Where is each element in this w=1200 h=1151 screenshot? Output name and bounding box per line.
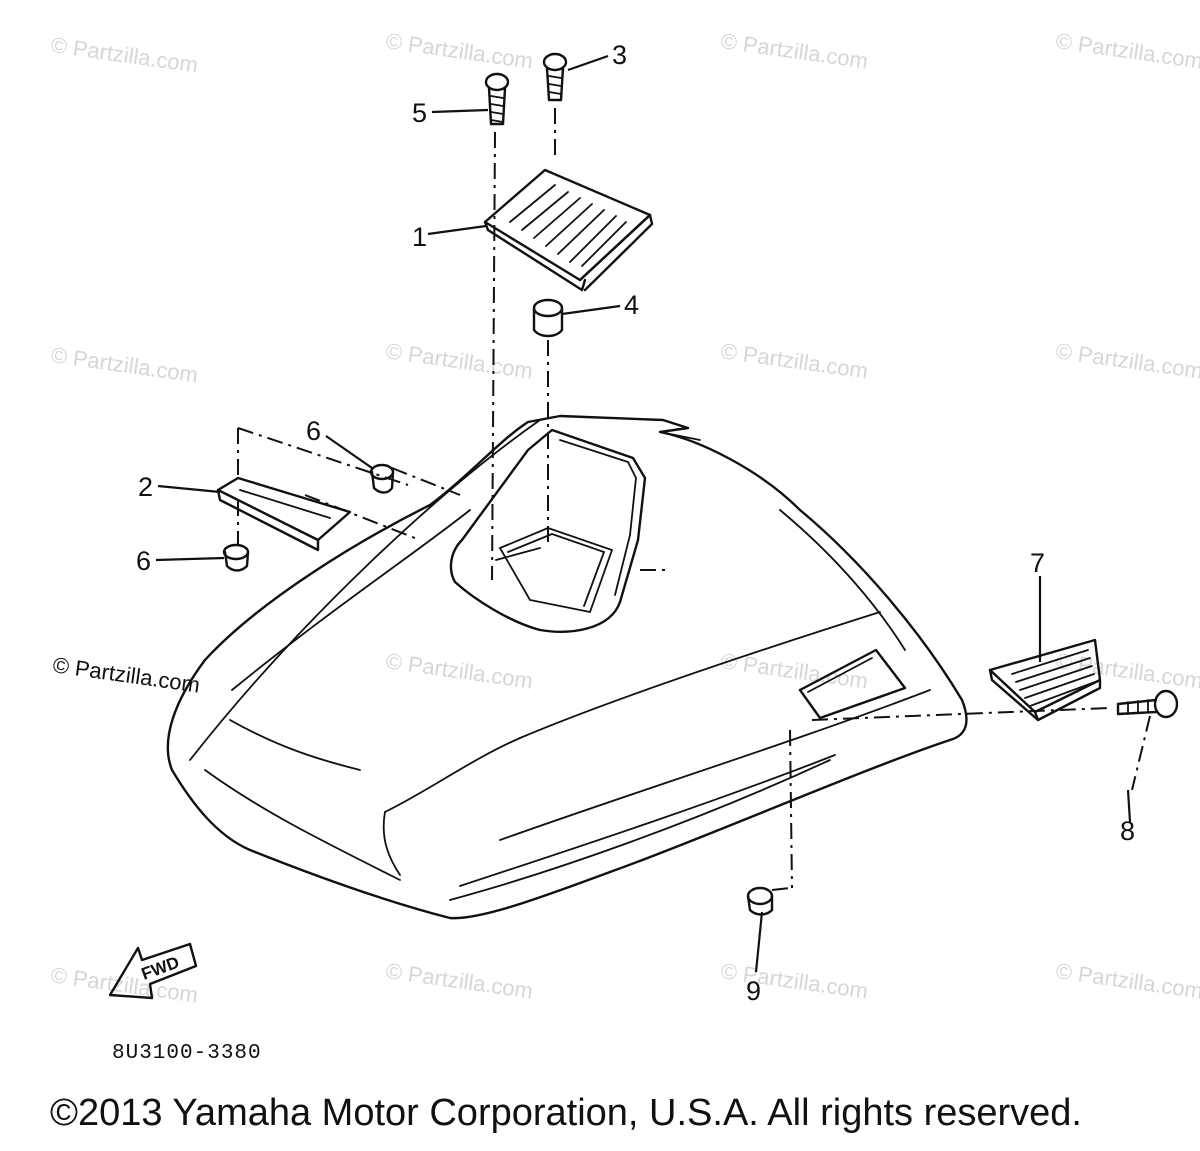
- watermark: © Partzilla.com: [384, 958, 534, 1003]
- watermark: © Partzilla.com: [49, 32, 199, 77]
- assembly-lines: [237, 108, 1151, 891]
- screw-part-8: [1116, 689, 1179, 719]
- top-grille-part-1: [483, 168, 654, 292]
- callout-4: 4: [624, 290, 639, 320]
- drawing-code: 8U3100-3380: [112, 1042, 262, 1065]
- callout-7: 7: [1030, 548, 1045, 578]
- callout-3: 3: [612, 40, 627, 70]
- watermark: © Partzilla.com: [49, 342, 199, 387]
- watermark: © Partzilla.com: [1054, 28, 1200, 73]
- callout-5: 5: [412, 98, 427, 128]
- callout-2: 2: [138, 472, 153, 502]
- screw-part-3: [542, 52, 568, 102]
- watermark: © Partzilla.com: [719, 338, 869, 383]
- leader-lines: [155, 54, 1132, 973]
- plate-part-2: [216, 476, 352, 552]
- callout-labels: 5 3 1 4 2 6 6 7 8 9: [136, 40, 1135, 1006]
- callout-1: 1: [412, 222, 427, 252]
- side-grille-part-7: [988, 638, 1102, 722]
- watermark: © Partzilla.com: [1054, 338, 1200, 383]
- watermark: © Partzilla.com: [384, 648, 534, 693]
- watermark: © Partzilla.com: [51, 652, 201, 697]
- watermark-layer: © Partzilla.com © Partzilla.com © Partzi…: [49, 28, 1200, 1007]
- callout-9: 9: [746, 976, 761, 1006]
- grommet-part-4: [532, 298, 564, 338]
- callout-6-lower: 6: [136, 546, 151, 576]
- nut-part-6-lower: [222, 543, 250, 572]
- nut-part-6-upper: [369, 463, 395, 494]
- watermark: © Partzilla.com: [719, 958, 869, 1003]
- callout-6-upper: 6: [306, 416, 321, 446]
- hood-cover: [166, 414, 968, 920]
- callout-8: 8: [1120, 816, 1135, 846]
- screw-part-5: [484, 72, 510, 126]
- watermark: © Partzilla.com: [384, 338, 534, 383]
- nut-part-9: [746, 886, 774, 916]
- copyright-footer: ©2013 Yamaha Motor Corporation, U.S.A. A…: [50, 1092, 1082, 1134]
- watermark: © Partzilla.com: [1054, 958, 1200, 1003]
- watermark: © Partzilla.com: [384, 28, 534, 73]
- watermark: © Partzilla.com: [719, 28, 869, 73]
